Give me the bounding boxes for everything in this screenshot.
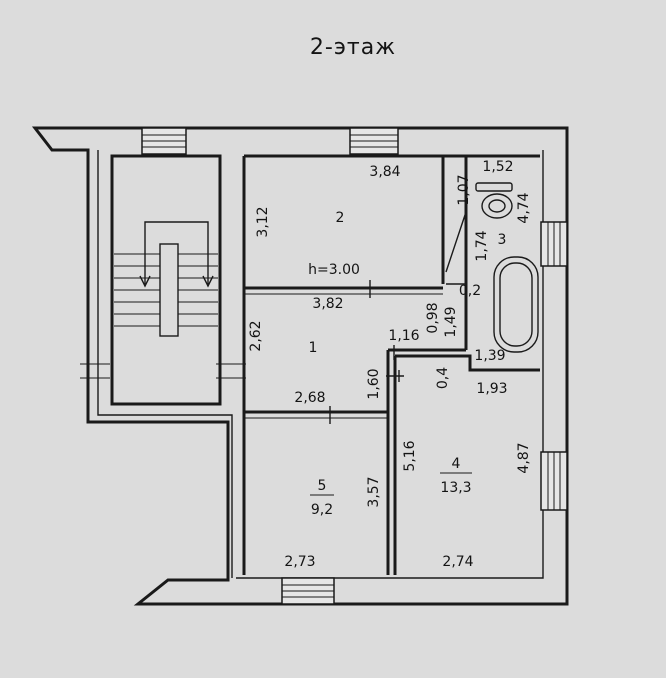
window-top-left	[141, 127, 187, 155]
dim-r4-right: 4,87	[516, 442, 532, 473]
dim-r2-top: 3,84	[369, 164, 400, 180]
dim-r3-wc: 1,07	[456, 174, 472, 205]
dim-r1-vertical: 1,60	[366, 368, 382, 399]
dim-r3-right: 4,74	[516, 192, 532, 223]
dim-r1-corridor: 1,16	[388, 328, 419, 344]
outer-wall-inner	[52, 149, 544, 579]
windows	[80, 127, 568, 605]
dim-r3-left: 1,74	[474, 230, 490, 261]
dim-r3-small1: 0,98	[425, 302, 441, 333]
room-5-label: 5 9,2	[310, 478, 334, 518]
room-1-number: 1	[309, 340, 318, 356]
dim-r4-small: 0,4	[435, 367, 451, 389]
dim-r2-bottom: 3,82	[312, 296, 343, 312]
room-5-number: 5	[318, 478, 327, 494]
room-4-number: 4	[452, 456, 461, 472]
dim-r3-gap: 0,2	[459, 283, 481, 299]
dim-r5-bottom: 2,73	[284, 554, 315, 570]
room-4-area: 13,3	[440, 480, 471, 496]
doors	[329, 280, 404, 424]
dim-r1-left: 2,62	[248, 320, 264, 351]
interior-walls	[242, 154, 540, 575]
floor-title: 2-этаж	[310, 35, 396, 60]
window-right-upper	[540, 221, 568, 267]
room-5-area: 9,2	[311, 502, 333, 518]
ceiling-height: h=3.00	[308, 262, 360, 278]
dim-r3-small3: 1,39	[474, 348, 505, 364]
room-2-number: 2	[336, 210, 345, 226]
room-4-label: 4 13,3	[440, 456, 472, 496]
dim-r3-small2: 1,49	[443, 306, 459, 337]
window-bottom	[281, 577, 335, 605]
dim-r4-top: 1,93	[476, 381, 507, 397]
dim-r5-right: 3,57	[366, 476, 382, 507]
dim-r4-left: 5,16	[402, 440, 418, 471]
window-top-right	[349, 127, 399, 155]
window-right-lower	[540, 451, 568, 511]
dim-r3-top: 1,52	[482, 159, 513, 175]
dim-r2-left: 3,12	[255, 206, 271, 237]
staircase	[110, 154, 222, 406]
dim-r4-bottom: 2,74	[442, 554, 473, 570]
room-3-number: 3	[498, 232, 507, 248]
bathroom-fixtures	[475, 182, 539, 353]
dim-r1-bottom: 2,68	[294, 390, 325, 406]
